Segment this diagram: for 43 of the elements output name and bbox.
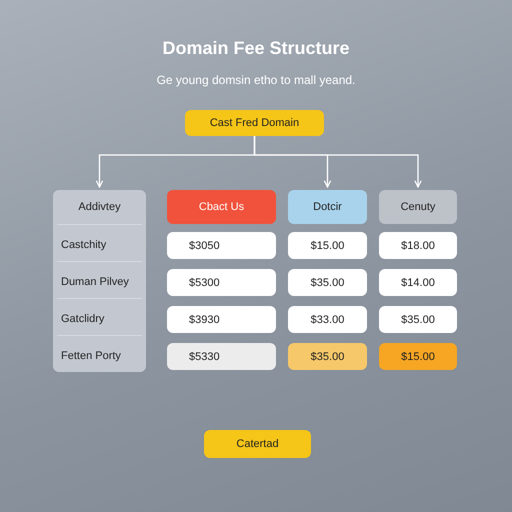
price-cell (167, 306, 276, 333)
price-text: $15.00 (401, 350, 435, 362)
label-text: Catertad (236, 438, 279, 450)
price-text: $5300 (189, 276, 220, 288)
title: Domain Fee Structure (161, 38, 351, 59)
row-label: Gatclidry (61, 313, 104, 325)
price-text: $5330 (189, 350, 220, 362)
price-cell (167, 269, 276, 296)
column-header (167, 190, 276, 224)
row-header-panel (53, 190, 146, 372)
price-cell (288, 269, 367, 296)
column-header (288, 190, 367, 224)
row-label: Fetten Porty (61, 350, 121, 362)
price-cell (167, 343, 276, 370)
price-text: $35.00 (310, 350, 344, 362)
price-cell (288, 232, 367, 259)
price-text: $3050 (189, 240, 220, 252)
row-label: Castchity (61, 239, 106, 251)
price-cell (379, 306, 457, 333)
label-text: Cenuty (400, 201, 436, 213)
price-cell (288, 306, 367, 333)
column-header (379, 190, 457, 224)
price-cell (288, 343, 367, 370)
price-text: $14.00 (401, 276, 435, 288)
price-cell (379, 269, 457, 296)
action-button (204, 430, 311, 458)
price-text: $33.00 (310, 314, 344, 326)
price-text: $35.00 (401, 314, 435, 326)
price-cell (167, 232, 276, 259)
price-text: $15.00 (310, 240, 344, 252)
label-text: Cast Fred Domain (210, 117, 300, 129)
arrow (254, 136, 422, 188)
price-text: $3930 (189, 314, 220, 326)
label-text: Dotcir (313, 201, 342, 213)
row-label: Duman Pilvey (61, 276, 129, 288)
price-cell (379, 232, 457, 259)
price-text: $18.00 (401, 240, 435, 252)
label-text: Cbact Us (198, 201, 244, 213)
price-text: $35.00 (310, 276, 344, 288)
price-cell (379, 343, 457, 370)
column-header-text: Addivtey (77, 201, 122, 213)
subtitle: Ge young domsin etho to mall yeand. (156, 73, 356, 87)
action-button (185, 110, 324, 136)
